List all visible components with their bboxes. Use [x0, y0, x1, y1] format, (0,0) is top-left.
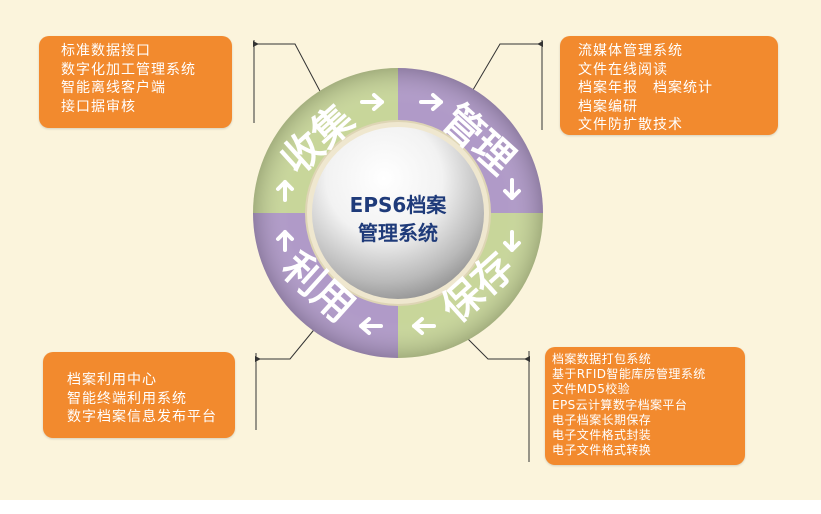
panel-item: 档案利用中心	[67, 372, 157, 388]
arrow-icon	[503, 178, 521, 200]
arrow-icon	[276, 180, 294, 202]
panel-item: 文件在线阅读	[578, 61, 668, 78]
panel-item: 数字档案信息发布平台	[67, 409, 217, 425]
panel-item: 数字化加工管理系统	[61, 61, 196, 78]
panel-item: 档案年报 档案统计	[578, 80, 713, 96]
panel-item: 文件MD5校验	[552, 382, 631, 397]
connector-use	[255, 319, 323, 362]
panel-use: 档案利用中心智能终端利用系统数字档案信息发布平台	[43, 352, 235, 438]
panel-item: 标准数据接口	[61, 43, 151, 59]
center-title-line2: 管理系统	[358, 221, 438, 245]
arrow-icon	[419, 93, 443, 111]
arrow-icon	[503, 230, 521, 252]
panel-item: 电子文件格式封装	[552, 428, 652, 443]
arrow-icon	[359, 317, 383, 335]
center-sphere	[312, 127, 484, 299]
arrow-icon	[276, 230, 294, 252]
arrow-icon	[412, 317, 436, 335]
panel-item: 基于RFID智能库房管理系统	[552, 367, 706, 382]
panel-collect: 标准数据接口数字化加工管理系统智能离线客户端接口据审核	[39, 36, 232, 128]
panel-item: 电子档案长期保存	[552, 412, 652, 427]
connectors	[253, 40, 543, 462]
panel-item: EPS云计算数字档案平台	[552, 397, 688, 412]
connector-collect	[253, 41, 323, 96]
panel-item: 档案编研	[578, 98, 638, 115]
panel-item: 电子文件格式转换	[552, 443, 652, 458]
panel-item: 档案数据打包系统	[552, 352, 652, 366]
center-title-line1: EPS6档案	[350, 193, 448, 217]
panel-item: 智能离线客户端	[61, 80, 166, 96]
panel-item: 流媒体管理系统	[578, 43, 683, 59]
panel-manage: 流媒体管理系统文件在线阅读档案年报 档案统计档案编研文件防扩散技术	[560, 36, 778, 135]
arrow-icon	[360, 93, 384, 111]
panel-item: 接口据审核	[61, 98, 136, 115]
panel-item: 智能终端利用系统	[67, 390, 187, 407]
panel-item: 文件防扩散技术	[578, 117, 683, 133]
arrows	[276, 93, 521, 335]
connector-manage	[469, 41, 543, 96]
